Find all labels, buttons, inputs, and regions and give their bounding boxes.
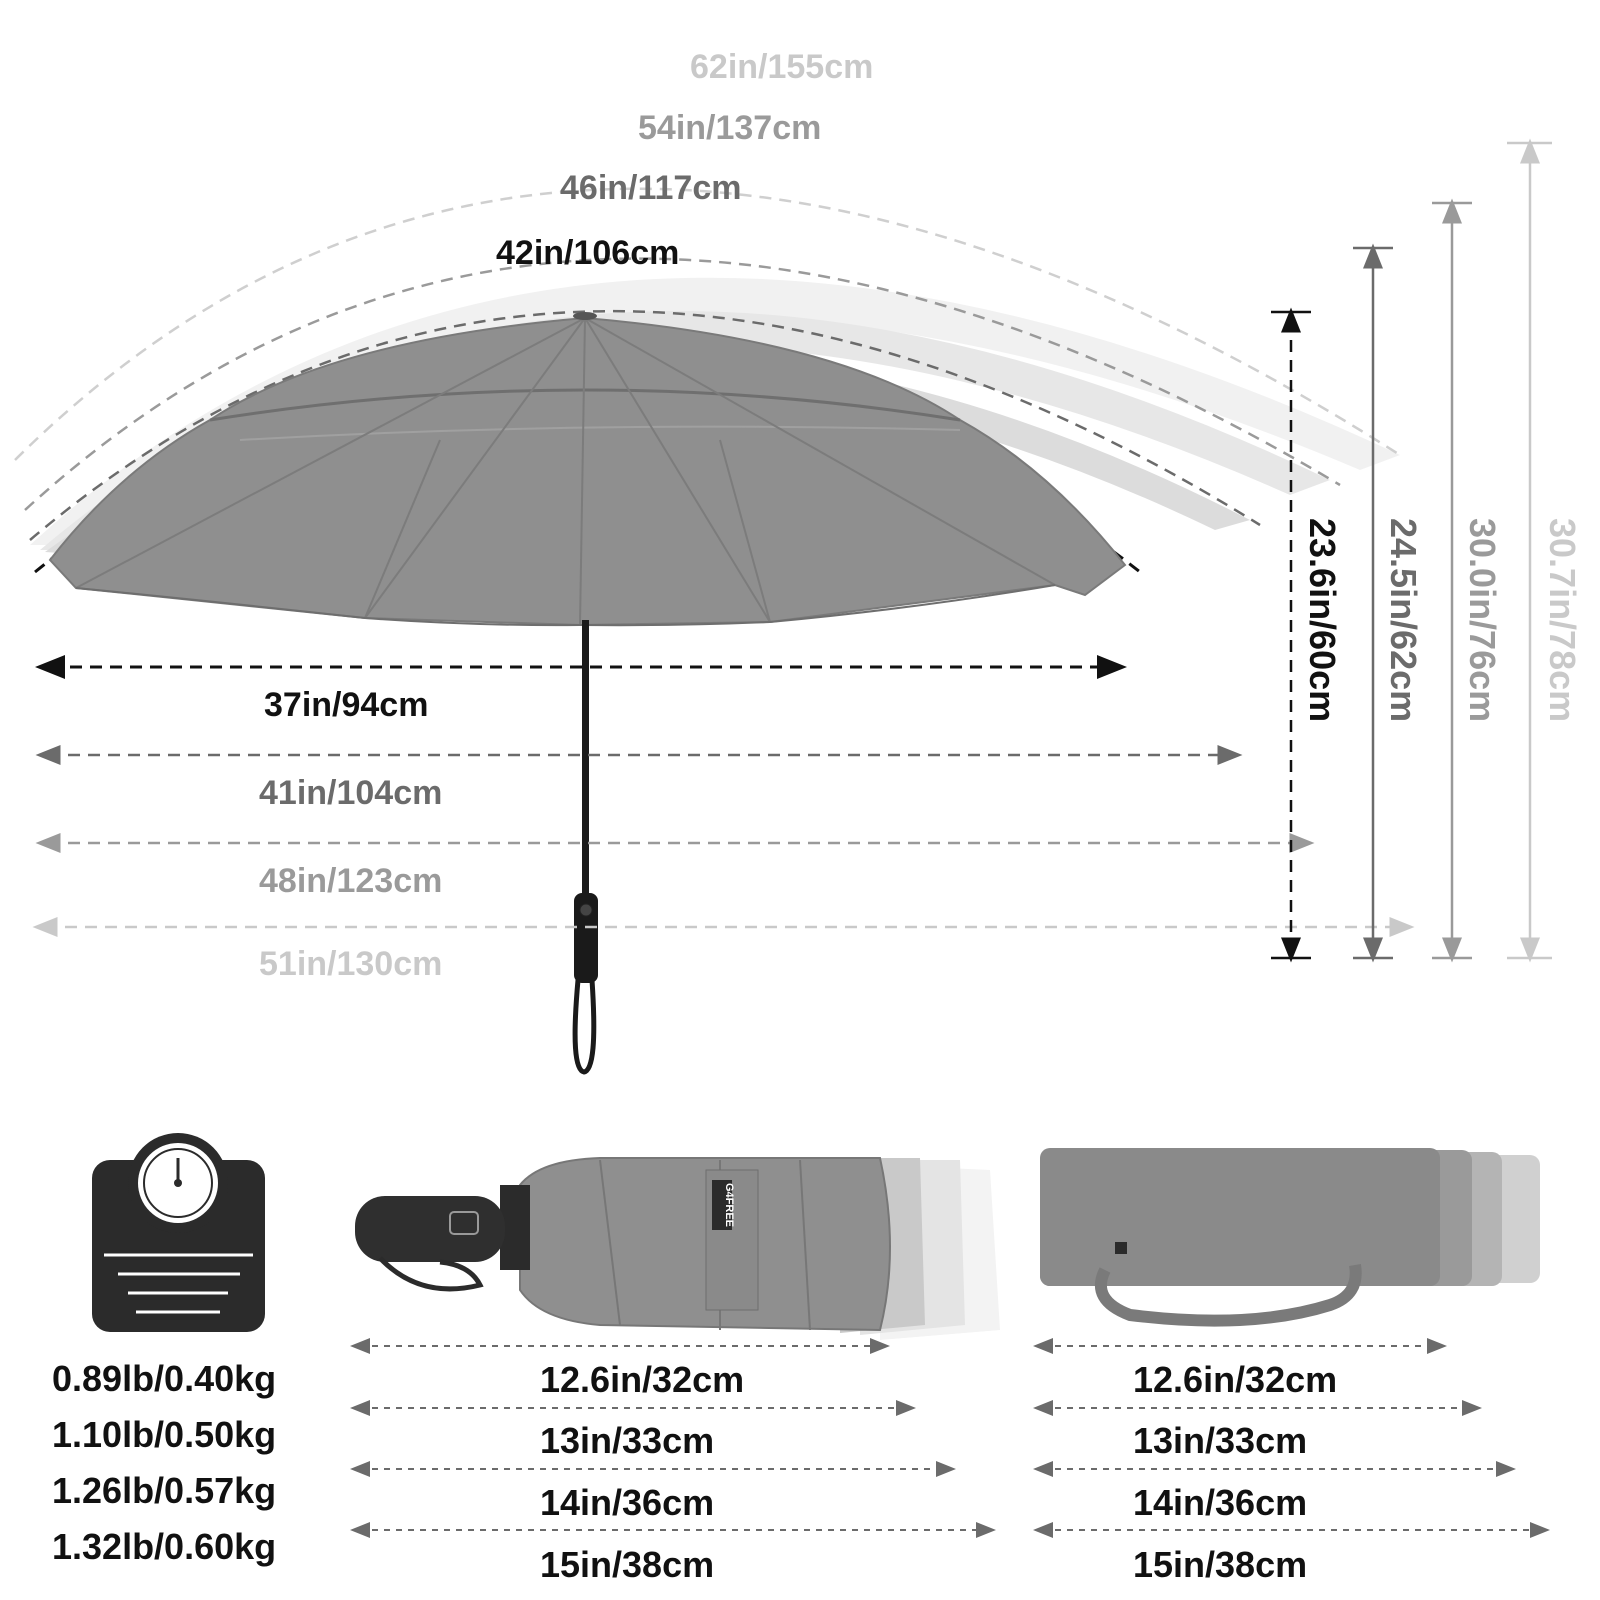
sleeve-length-label: 12.6in/32cm [1133, 1359, 1338, 1400]
height-label-24-5in: 24.5in/62cm [1383, 518, 1424, 723]
folded-length-label: 12.6in/32cm [540, 1359, 745, 1400]
width-label-41in: 41in/104cm [259, 774, 443, 812]
canopy-arc-label-42in: 42in/106cm [496, 234, 680, 272]
height-label-30-7in: 30.7in/78cm [1542, 518, 1583, 723]
folded-length-lines [350, 1338, 996, 1538]
umbrella-shaft [572, 620, 598, 1075]
weight-label: 0.89lb/0.40kg [52, 1358, 277, 1399]
height-label-30-0in: 30.0in/76cm [1462, 518, 1503, 723]
folded-umbrella [355, 1157, 1000, 1340]
weight-label: 1.26lb/0.57kg [52, 1470, 277, 1511]
height-dimension-lines [1271, 138, 1552, 963]
weight-scale-icon [92, 1133, 265, 1332]
folded-length-label: 13in/33cm [540, 1420, 715, 1461]
weight-label: 1.32lb/0.60kg [52, 1526, 277, 1567]
height-label-23-6in: 23.6in/60cm [1302, 518, 1343, 723]
arc-46in [29, 310, 1261, 541]
umbrella-canopy [48, 312, 1127, 627]
sleeve-length-lines [1033, 1338, 1550, 1538]
canopy-arc-label-54in: 54in/137cm [638, 109, 822, 147]
width-label-48in: 48in/123cm [259, 862, 443, 900]
width-dimension-lines [32, 655, 1415, 937]
canopy-arc-label-46in: 46in/117cm [560, 169, 742, 207]
canopy-arc-label-62in: 62in/155cm [690, 48, 874, 86]
sleeve-length-label: 14in/36cm [1133, 1482, 1308, 1523]
umbrella-sleeves [1040, 1148, 1540, 1327]
folded-length-label: 15in/38cm [540, 1544, 715, 1585]
weight-label: 1.10lb/0.50kg [52, 1414, 277, 1455]
width-label-37in: 37in/94cm [264, 686, 429, 724]
sleeve-length-label: 15in/38cm [1133, 1544, 1308, 1585]
sleeve-length-label: 13in/33cm [1133, 1420, 1308, 1461]
arc-54in [24, 257, 1341, 511]
brand-mark: G4FREE [723, 1183, 735, 1228]
folded-length-label: 14in/36cm [540, 1482, 715, 1523]
width-label-51in: 51in/130cm [259, 945, 443, 983]
